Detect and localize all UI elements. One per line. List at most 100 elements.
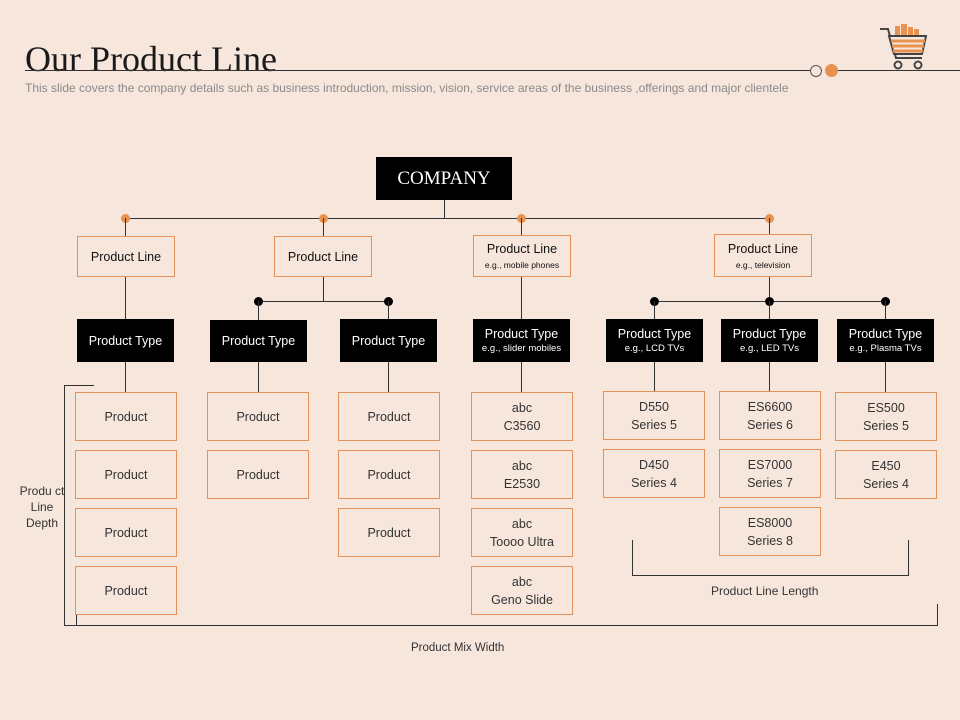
- product-box: Product: [338, 508, 440, 557]
- product-box: D550 Series 5: [603, 391, 705, 440]
- product-type-label: Product Type: [221, 334, 296, 348]
- connector: [125, 218, 126, 236]
- product-type-example: e.g., slider mobiles: [481, 343, 562, 354]
- product-model: ES6600: [747, 399, 793, 414]
- connector: [769, 362, 770, 391]
- product-model: ES500: [867, 400, 905, 415]
- product-series: Series 5: [631, 417, 677, 432]
- product-brand: abc: [511, 400, 533, 415]
- product-brand: abc: [511, 574, 533, 589]
- product-line-1: Product Line: [77, 236, 175, 277]
- product-type-5: Product Type e.g., LCD TVs: [606, 319, 703, 362]
- product-type-label: Product Type: [617, 327, 692, 341]
- product-model: Toooo Ultra: [490, 534, 554, 549]
- product-model: E450: [871, 458, 901, 473]
- connector: [388, 301, 389, 319]
- product-series: Series 7: [747, 475, 793, 490]
- width-bracket-base: [64, 625, 938, 626]
- connector: [125, 218, 770, 219]
- connector: [323, 277, 324, 301]
- product-model: ES7000: [747, 457, 793, 472]
- product-model: ES8000: [747, 515, 793, 530]
- product-line-label: Product Line: [727, 241, 799, 256]
- connector: [323, 218, 324, 236]
- product-series: Series 6: [747, 417, 793, 432]
- product-box: abc Toooo Ultra: [471, 508, 573, 557]
- company-node: COMPANY: [376, 157, 512, 200]
- product-line-label: Product Line: [90, 249, 162, 264]
- product-box: Product: [75, 566, 177, 615]
- product-type-example: e.g., Plasma TVs: [849, 343, 922, 354]
- length-bracket-base: [632, 575, 909, 576]
- product-label: Product: [104, 409, 148, 424]
- product-type-label: Product Type: [848, 327, 923, 341]
- product-label: Product: [104, 583, 148, 598]
- connector: [521, 277, 522, 319]
- connector: [258, 362, 259, 392]
- product-line-2: Product Line: [274, 236, 372, 277]
- product-model: D450: [639, 457, 669, 472]
- connector: [654, 362, 655, 391]
- product-model: E2530: [503, 476, 541, 491]
- product-box: Product: [338, 392, 440, 441]
- product-type-example: e.g., LED TVs: [740, 343, 799, 354]
- connector: [125, 277, 126, 319]
- product-label: Product: [236, 409, 280, 424]
- width-bracket: [937, 604, 938, 626]
- product-box: Product: [207, 450, 309, 499]
- product-box: abc C3560: [471, 392, 573, 441]
- product-label: Product: [236, 467, 280, 482]
- product-type-label: Product Type: [88, 333, 163, 348]
- header-dot-decoration: [825, 64, 838, 77]
- depth-bracket-top: [64, 385, 94, 386]
- product-label: Product: [367, 467, 411, 482]
- connector: [521, 218, 522, 235]
- product-type-7: Product Type e.g., Plasma TVs: [837, 319, 934, 362]
- product-type-example: e.g., LCD TVs: [624, 343, 685, 354]
- product-box: Product: [75, 508, 177, 557]
- product-line-length-label: Product Line Length: [711, 584, 819, 598]
- connector: [388, 362, 389, 392]
- product-line-label: Product Line: [287, 249, 359, 264]
- product-type-1: Product Type: [77, 319, 174, 362]
- product-line-label: Product Line: [486, 242, 558, 256]
- product-type-2: Product Type: [210, 320, 307, 362]
- length-bracket: [908, 540, 909, 576]
- product-box: ES8000 Series 8: [719, 507, 821, 556]
- product-box: D450 Series 4: [603, 449, 705, 498]
- connector: [654, 301, 655, 319]
- product-type-label: Product Type: [351, 333, 426, 348]
- product-series: Series 5: [863, 418, 909, 433]
- connector: [769, 277, 770, 301]
- product-label: Product: [104, 467, 148, 482]
- product-type-label: Product Type: [484, 327, 559, 341]
- product-type-label: Product Type: [732, 327, 807, 341]
- depth-bracket: [64, 385, 65, 626]
- connector: [769, 301, 770, 319]
- product-model: D550: [639, 399, 669, 414]
- product-box: ES500 Series 5: [835, 392, 937, 441]
- width-bracket: [76, 615, 77, 626]
- length-bracket: [632, 540, 633, 576]
- product-series: Series 4: [631, 475, 677, 490]
- product-label: Product: [367, 409, 411, 424]
- connector: [885, 301, 886, 319]
- product-box: abc E2530: [471, 450, 573, 499]
- product-box: ES7000 Series 7: [719, 449, 821, 498]
- connector: [885, 362, 886, 392]
- page-subtitle: This slide covers the company details su…: [25, 81, 789, 95]
- connector: [258, 301, 259, 320]
- connector: [769, 218, 770, 234]
- product-label: Product: [104, 525, 148, 540]
- product-label: Product: [367, 525, 411, 540]
- product-line-3: Product Line e.g., mobile phones: [473, 235, 571, 277]
- connector: [125, 362, 126, 392]
- product-line-4: Product Line e.g., television: [714, 234, 812, 277]
- header-rule: [25, 70, 810, 71]
- product-mix-width-label: Product Mix Width: [411, 642, 505, 654]
- product-line-depth-label: Produ ct Line Depth: [19, 484, 65, 530]
- company-label: COMPANY: [397, 167, 491, 189]
- product-model: Geno Slide: [491, 592, 553, 607]
- connector: [444, 200, 445, 218]
- header-rule-right: [838, 70, 960, 71]
